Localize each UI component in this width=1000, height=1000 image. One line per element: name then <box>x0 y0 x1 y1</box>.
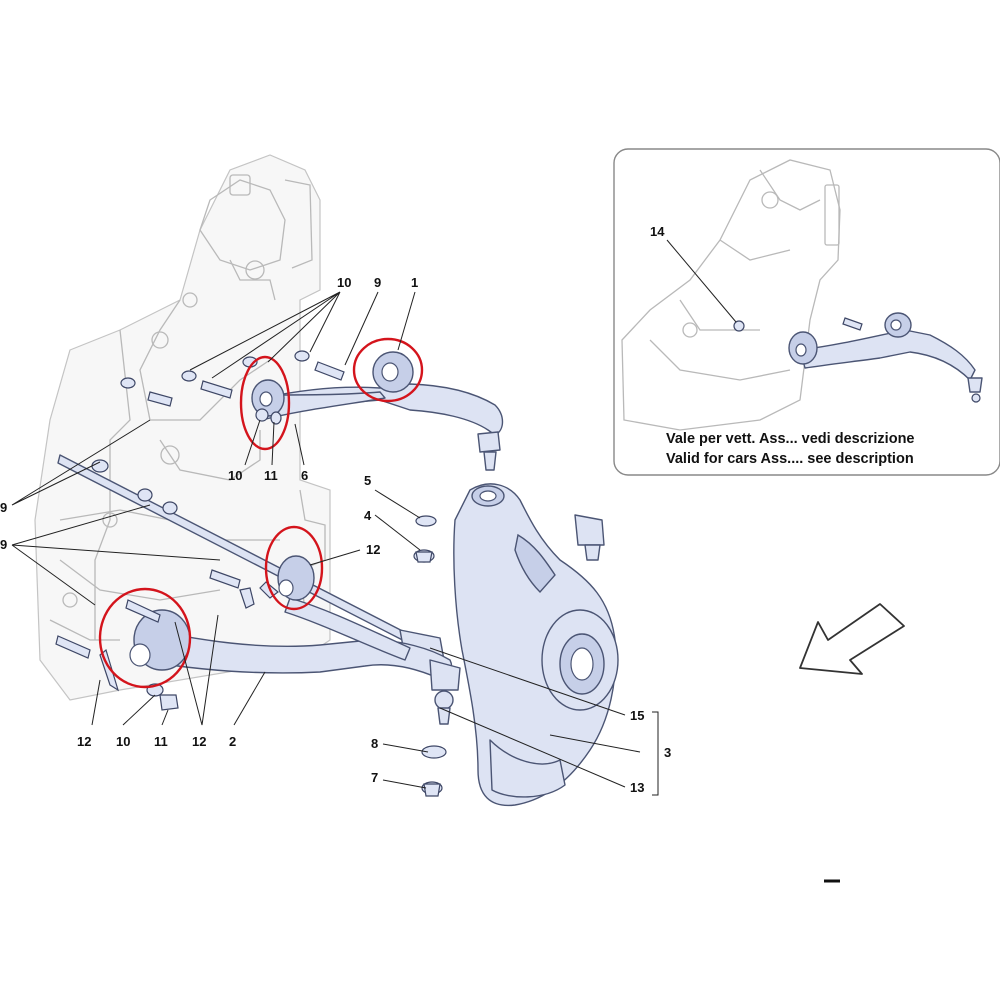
front-direction-arrow-icon <box>799 603 905 675</box>
callout-9-left-b: 9 <box>0 537 7 552</box>
part-numbers: 10 9 1 10 11 6 9 9 5 4 12 12 10 11 12 2 … <box>0 275 671 795</box>
upper-mount-hardware <box>120 350 345 425</box>
callout-6: 6 <box>301 468 308 483</box>
callout-13: 13 <box>630 780 644 795</box>
lower-mount-hardware <box>55 569 279 711</box>
callout-8: 8 <box>371 736 378 751</box>
highlight-circle-lower-front <box>98 587 192 689</box>
inset-chassis <box>621 159 841 431</box>
callout-2: 2 <box>229 734 236 749</box>
inset-leader-14 <box>666 239 737 323</box>
callout-12-bottom-left: 12 <box>77 734 91 749</box>
inset-caption-italian: Vale per vett. Ass... vedi descrizione <box>666 431 915 447</box>
callout-5: 5 <box>364 473 371 488</box>
callout-10-mid: 10 <box>228 468 242 483</box>
callout-3: 3 <box>664 745 671 760</box>
inset-panel: 14 Vale per vett. Ass... vedi descrizion… <box>613 148 1000 476</box>
highlight-circle-upper-pivot <box>239 355 291 451</box>
highlight-circle-upper-bush <box>352 337 424 403</box>
callout-14: 14 <box>650 224 665 239</box>
callout-10-bottom: 10 <box>116 734 130 749</box>
leader-lines <box>11 291 659 796</box>
upper-wishbone <box>251 351 504 471</box>
callout-12-bottom-mid: 12 <box>192 734 206 749</box>
inset-wishbone <box>733 312 983 403</box>
callout-10-top: 10 <box>337 275 351 290</box>
highlight-circles <box>98 337 424 689</box>
callout-1: 1 <box>411 275 418 290</box>
callout-4: 4 <box>364 508 372 523</box>
callout-9-top: 9 <box>374 275 381 290</box>
callout-9-left-a: 9 <box>0 500 7 515</box>
upright <box>453 483 619 807</box>
callout-11-mid: 11 <box>264 468 278 483</box>
inset-caption-english: Valid for cars Ass.... see description <box>666 451 914 467</box>
lower-wishbone <box>129 555 461 725</box>
upright-hardware <box>413 515 447 797</box>
callout-15: 15 <box>630 708 644 723</box>
highlight-circle-lower-middle <box>264 525 324 611</box>
callout-11-bottom: 11 <box>154 734 168 749</box>
callout-7: 7 <box>371 770 378 785</box>
callout-12-mid: 12 <box>366 542 380 557</box>
